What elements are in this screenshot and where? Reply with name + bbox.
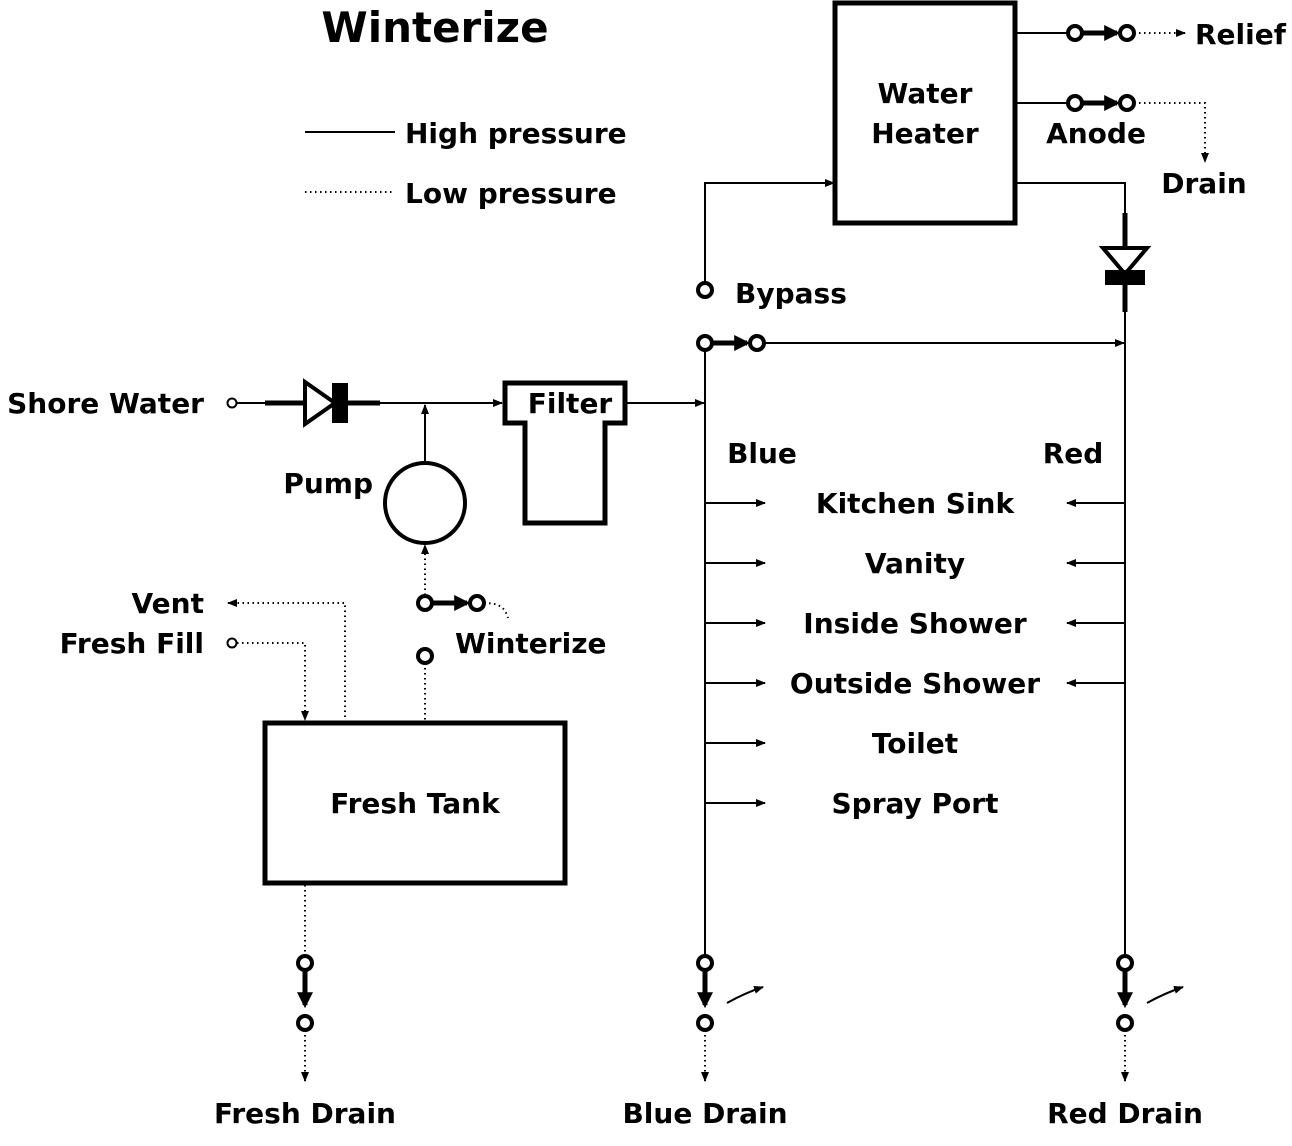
fixture-spray-port: Spray Port — [831, 787, 998, 820]
fixture-inside-shower: Inside Shower — [803, 607, 1027, 640]
bypass-port — [696, 281, 714, 299]
winterize-valve-inlet — [416, 594, 434, 612]
red-drain: Red Drain — [1047, 954, 1203, 1130]
filter-label: Filter — [528, 387, 613, 420]
legend: High pressure Low pressure — [305, 117, 627, 210]
blue-drain-valve-outlet — [696, 1014, 714, 1032]
fixture-vanity: Vanity — [865, 547, 965, 580]
bypass-label: Bypass — [735, 277, 847, 310]
vent-label: Vent — [132, 587, 204, 620]
fresh-fill-port — [226, 637, 238, 649]
relief-label: Relief — [1195, 18, 1287, 51]
blue-feed-arrows — [705, 499, 766, 807]
fresh-drain-valve-inlet — [296, 954, 314, 972]
filter-body — [502, 380, 628, 526]
anode-valve-outlet — [1118, 94, 1136, 112]
water-heater: Water Heater — [832, 0, 1018, 226]
fresh-tank: Fresh Tank — [262, 720, 568, 886]
heater-supply-line — [704, 179, 835, 283]
heater-check-valve — [1098, 213, 1152, 312]
blue-label: Blue — [727, 437, 797, 470]
fresh-tank-box — [262, 720, 568, 886]
winterize-valve: Winterize — [416, 594, 606, 722]
fresh-fill-label: Fresh Fill — [60, 627, 204, 660]
fixture-toilet: Toilet — [872, 727, 958, 760]
water-heater-label-line1: Water — [878, 77, 973, 110]
red-feed-arrows — [1066, 499, 1125, 687]
tank-outlet-port — [416, 647, 434, 665]
winterize-valve-outlet — [468, 594, 486, 612]
pump-label: Pump — [283, 467, 373, 500]
bypass-valve — [696, 334, 1125, 352]
blue-drain-valve-inlet — [696, 954, 714, 972]
legend-high-pressure-label: High pressure — [405, 117, 627, 150]
shore-water-label: Shore Water — [7, 387, 204, 420]
relief-valve-inlet — [1066, 24, 1084, 42]
blue-drain: Blue Drain — [622, 954, 788, 1130]
pump: Pump — [283, 404, 467, 595]
fixture-outside-shower: Outside Shower — [790, 667, 1040, 700]
red-drain-valve-outlet — [1116, 1014, 1134, 1032]
anode-valve-inlet — [1066, 94, 1084, 112]
fixtures: Kitchen Sink Vanity Inside Shower Outsid… — [790, 487, 1040, 820]
water-heater-label-line2: Heater — [871, 117, 979, 150]
shore-check-valve — [303, 378, 339, 428]
fresh-drain-label: Fresh Drain — [214, 1097, 396, 1130]
bypass-valve-outlet — [748, 334, 766, 352]
legend-low-pressure-label: Low pressure — [405, 177, 617, 210]
red-drain-label: Red Drain — [1047, 1097, 1203, 1130]
fixture-kitchen-sink: Kitchen Sink — [816, 487, 1016, 520]
vent-line: Vent — [132, 587, 346, 722]
shore-water-inlet: Shore Water — [7, 378, 503, 428]
pump-icon — [383, 461, 467, 545]
bypass-valve-inlet — [696, 334, 714, 352]
fresh-drain-valve-outlet — [296, 1014, 314, 1032]
blue-drain-turn-arrow — [726, 986, 764, 1004]
fresh-drain: Fresh Drain — [214, 885, 396, 1130]
blue-drain-label: Blue Drain — [622, 1097, 787, 1130]
anode-line: Anode Drain — [1015, 94, 1247, 200]
diagram-title: Winterize — [321, 3, 548, 52]
heater-outlet-line — [1015, 182, 1126, 215]
relief-valve-outlet — [1118, 24, 1136, 42]
fresh-tank-label: Fresh Tank — [330, 787, 501, 820]
winterize-label: Winterize — [455, 627, 606, 660]
red-drain-valve-inlet — [1116, 954, 1134, 972]
fresh-fill-line: Fresh Fill — [60, 627, 309, 721]
shore-water-port — [226, 397, 238, 409]
water-heater-box — [832, 0, 1018, 226]
anode-label: Anode — [1046, 117, 1146, 150]
filter: Filter — [502, 380, 705, 526]
relief-line: Relief — [1015, 18, 1287, 51]
red-drain-turn-arrow — [1146, 986, 1184, 1004]
drain-label: Drain — [1161, 167, 1246, 200]
red-label: Red — [1043, 437, 1104, 470]
